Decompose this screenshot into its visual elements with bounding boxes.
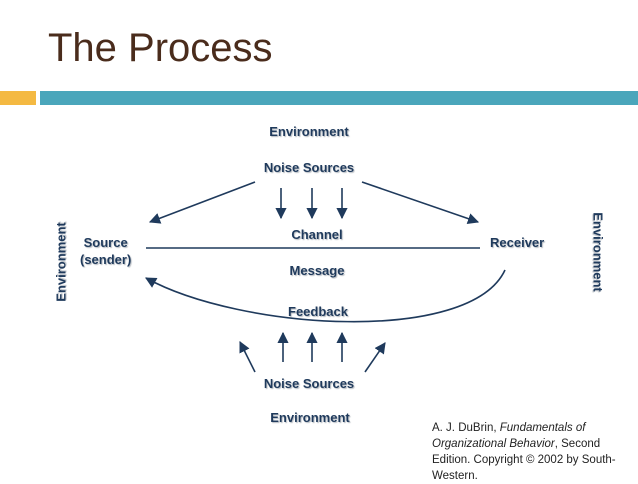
label-source: Source (sender): [80, 234, 131, 268]
slide-title: The Process: [48, 26, 273, 70]
accent-bar-teal: [40, 91, 638, 105]
citation: A. J. DuBrin, Fundamentals of Organizati…: [432, 420, 632, 484]
label-source-line2: (sender): [80, 252, 132, 267]
label-environment-bottom: Environment: [270, 410, 350, 425]
citation-book-title: Fundamentals of Organizational Behavior: [432, 422, 586, 450]
feedback-curve: [145, 269, 506, 323]
label-message: Message: [289, 263, 345, 278]
label-feedback: Feedback: [288, 304, 348, 319]
arrow-noise-up-right: [364, 342, 386, 373]
label-receiver: Receiver: [490, 235, 545, 250]
label-environment-top: Environment: [269, 124, 349, 139]
label-noise-sources-top: Noise Sources: [263, 160, 355, 175]
arrow-noise-to-receiver: [361, 181, 480, 225]
label-environment-left: Environment: [53, 222, 69, 302]
label-channel: Channel: [291, 227, 343, 242]
arrow-noise-up-left: [239, 340, 256, 373]
arrow-noise-to-source: [148, 181, 256, 224]
citation-author: A. J. DuBrin,: [432, 422, 500, 434]
label-source-line1: Source: [83, 235, 128, 250]
label-noise-sources-bottom: Noise Sources: [263, 376, 355, 391]
label-environment-right: Environment: [590, 212, 606, 292]
accent-bar-orange: [0, 91, 36, 105]
